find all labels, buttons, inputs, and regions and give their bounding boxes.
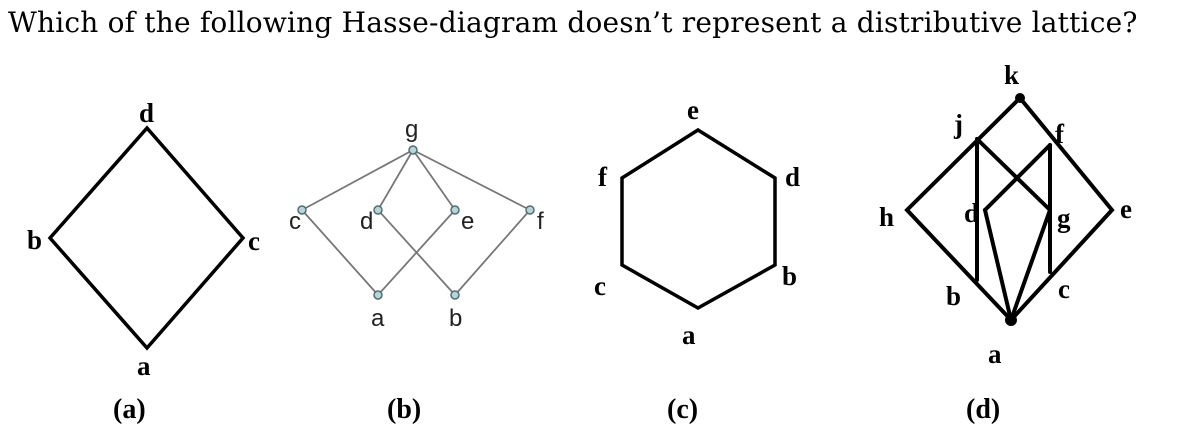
diagram-c-caption: (c) (667, 394, 698, 425)
diagram-c-label-f: f (598, 162, 608, 192)
diagram-a-label-d: d (139, 98, 154, 128)
diagram-d-label-g: g (1057, 203, 1071, 233)
diagram-d-label-d: d (964, 198, 979, 228)
diagram-d-label-c: c (1058, 274, 1070, 304)
diagram-b-caption: (b) (387, 394, 421, 425)
diagram-b-edges (301, 149, 531, 296)
diagram-b-label-c: c (289, 208, 301, 235)
diagram-b-label-g: g (405, 116, 418, 143)
diagram-d-label-k: k (1004, 60, 1019, 90)
diagram-d-nodes (1005, 93, 1025, 326)
diagram-a-label-c: c (248, 226, 260, 256)
diagram-b-node-c (297, 205, 307, 215)
diagram-a (47, 125, 246, 351)
diagram-c-label-b: b (782, 261, 797, 291)
diagram-b-nodes (297, 145, 535, 300)
diagram-d-label-j: j (953, 109, 963, 139)
diagram-b-node-a (373, 290, 383, 300)
diagram-d-node-k (1015, 93, 1025, 103)
diagram-b-node-e (450, 205, 460, 215)
diagram-d-label-b: b (946, 281, 961, 311)
diagram-a-caption: (a) (113, 394, 146, 425)
diagram-d-label-e: e (1120, 194, 1132, 224)
diagram-a-label-b: b (27, 225, 42, 255)
diagram-d-edges (904, 95, 1115, 323)
diagram-d-outer-diamond (904, 95, 1115, 323)
question-text: Which of the following Hasse-diagram doe… (8, 6, 1138, 39)
diagram-c-label-a: a (682, 320, 696, 350)
diagram-d-label-a: a (988, 339, 1002, 369)
diagram-b-label-f: f (537, 208, 544, 235)
diagram-d-label-h: h (879, 202, 894, 232)
diagram-b-node-f (525, 205, 535, 215)
diagram-d-label-f: f (1055, 119, 1065, 149)
diagram-d-node-a (1005, 314, 1017, 326)
diagram-a-label-a: a (137, 351, 151, 381)
diagram-c-label-d: d (785, 162, 800, 192)
diagram-b-node-g (408, 145, 418, 155)
diagram-b-label-d: d (360, 208, 373, 235)
diagram-b-label-a: a (371, 305, 385, 332)
diagram-c (620, 127, 777, 311)
diagram-a-diamond (47, 125, 246, 351)
diagram-c-hexagon (620, 127, 777, 311)
diagram-b-label-e: e (461, 208, 474, 235)
diagram-d-caption: (d) (966, 394, 1000, 425)
diagram-b-node-d (373, 205, 383, 215)
diagram-b-node-b (450, 290, 460, 300)
diagram-c-label-c: c (594, 271, 606, 301)
diagram-b-label-b: b (449, 305, 462, 332)
diagram-c-label-e: e (687, 95, 699, 125)
